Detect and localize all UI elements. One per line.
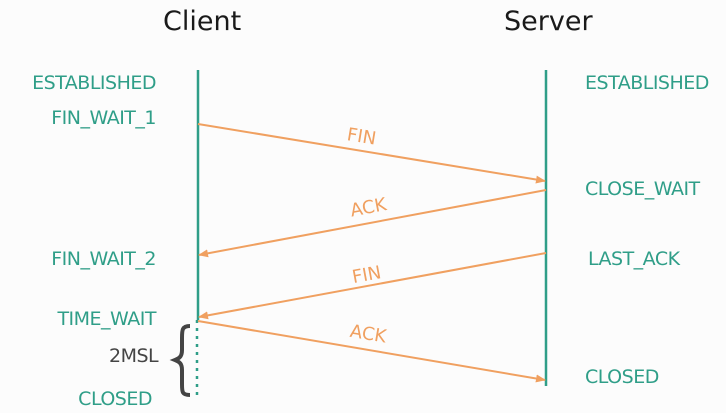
message-label-fin-2: FIN bbox=[350, 262, 382, 288]
server-state-closed: CLOSED bbox=[585, 366, 659, 388]
message-label-ack-1: ACK bbox=[349, 194, 390, 222]
server-title: Server bbox=[504, 6, 593, 37]
client-state-fin-wait-2: FIN_WAIT_2 bbox=[51, 248, 156, 270]
client-state-fin-wait-1: FIN_WAIT_1 bbox=[51, 107, 156, 129]
message-arrow-ack-2 bbox=[197, 320, 546, 383]
message-arrow-ack-1 bbox=[198, 189, 547, 258]
message-arrow-fin-2 bbox=[198, 252, 547, 320]
wait-duration-label: 2MSL bbox=[109, 345, 159, 367]
client-state-time-wait: TIME_WAIT bbox=[57, 308, 156, 330]
client-state-established: ESTABLISHED bbox=[32, 72, 156, 94]
message-label-ack-2: ACK bbox=[348, 321, 389, 348]
server-state-established: ESTABLISHED bbox=[585, 72, 709, 94]
message-arrow-fin-1 bbox=[197, 123, 546, 184]
client-title: Client bbox=[163, 6, 242, 37]
server-state-close-wait: CLOSE_WAIT bbox=[585, 178, 700, 200]
server-state-last-ack: LAST_ACK bbox=[588, 248, 680, 270]
message-label-fin-1: FIN bbox=[345, 124, 377, 149]
client-state-closed: CLOSED bbox=[78, 388, 152, 410]
brace-icon bbox=[169, 324, 191, 397]
